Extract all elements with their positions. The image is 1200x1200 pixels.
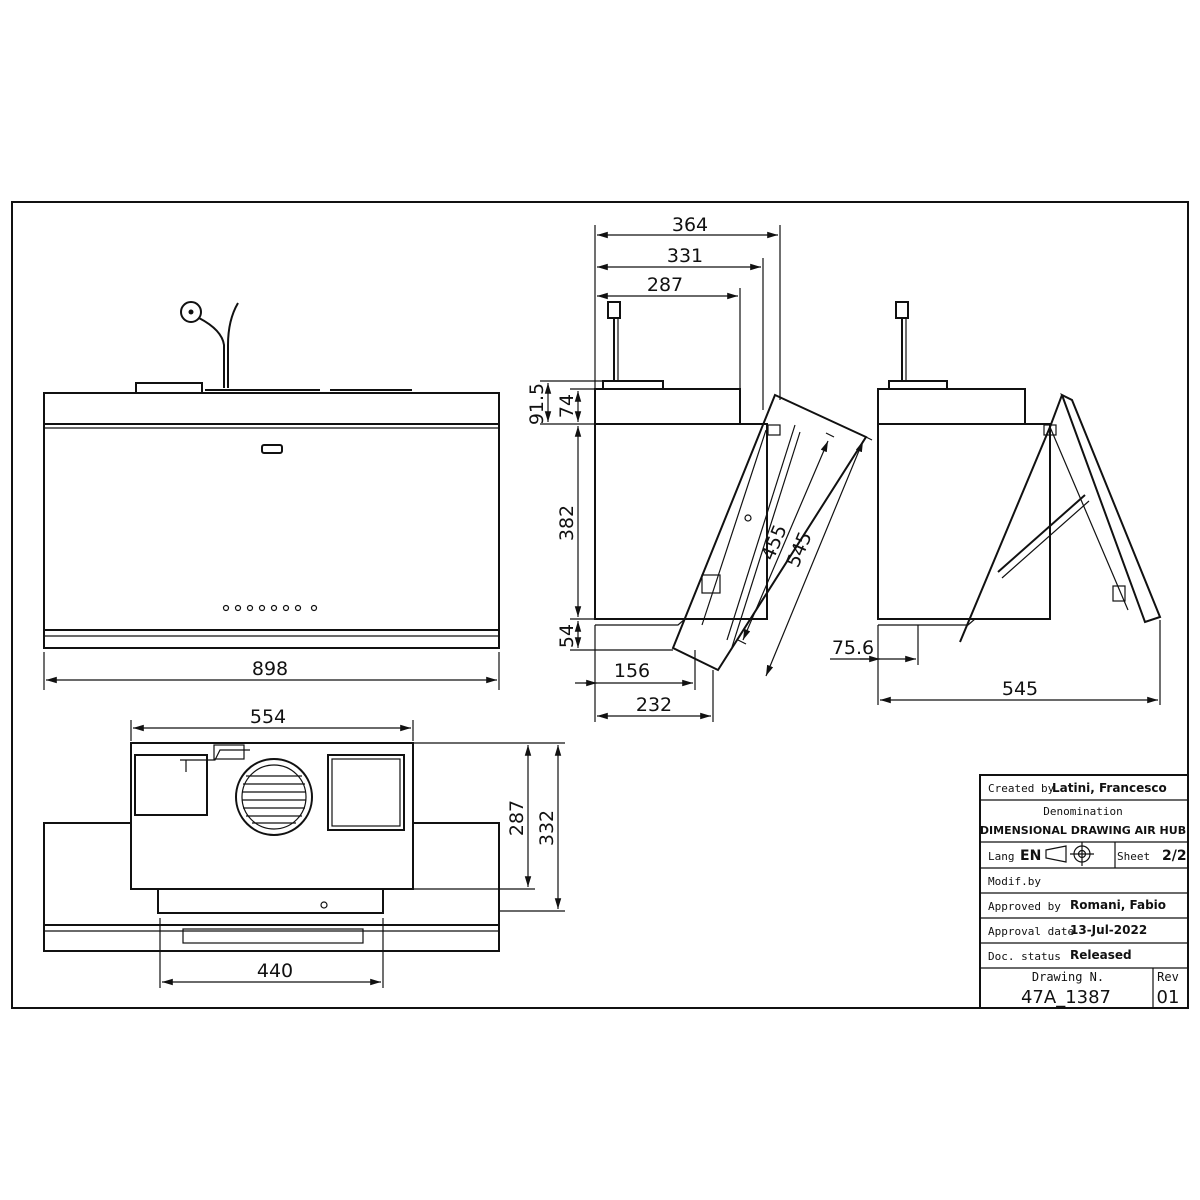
- lang-value: EN: [1020, 848, 1041, 864]
- dim-156-label: 156: [614, 660, 650, 682]
- dim-554-label: 554: [250, 706, 286, 728]
- dim-332-v-label: 332: [536, 810, 558, 846]
- side-view-open: 75.6 545: [830, 301, 1162, 705]
- dim-287-v: 287: [413, 742, 535, 890]
- top-view: 554 440 287 332: [43, 706, 565, 988]
- dim-74: 74: [556, 388, 595, 422]
- side-body-top: [594, 388, 741, 425]
- front-handle: [261, 444, 283, 454]
- dim-898: 898: [43, 652, 500, 690]
- side-view-closed: 364 331 287 91.5 74 382: [526, 214, 873, 722]
- dim-382: 382: [556, 426, 582, 617]
- dim-440-label: 440: [257, 960, 293, 982]
- approval-date-label: Approval date: [988, 925, 1074, 938]
- dim-287-label: 287: [647, 274, 683, 296]
- side-open-body: [877, 423, 1051, 620]
- control-leds: [222, 604, 318, 612]
- doc-status-value: Released: [1070, 948, 1132, 962]
- denomination-label: Denomination: [1043, 805, 1122, 818]
- dim-232: 232: [597, 670, 714, 722]
- dim-156: 156: [575, 625, 696, 722]
- approved-by-label: Approved by: [988, 900, 1061, 913]
- dim-54-label: 54: [556, 624, 578, 648]
- dim-898-label: 898: [252, 658, 288, 680]
- dim-287-v-label: 287: [506, 800, 528, 836]
- dim-440: 440: [159, 918, 384, 988]
- drawing-n-label: Drawing N.: [1032, 970, 1104, 984]
- approval-date-value: 13-Jul-2022: [1070, 923, 1147, 937]
- sheet-label: Sheet: [1117, 850, 1150, 863]
- dim-545-open-label: 545: [1002, 678, 1038, 700]
- modif-label: Modif.by: [988, 875, 1041, 888]
- rev-label: Rev: [1157, 970, 1179, 984]
- front-view: 898: [43, 301, 500, 690]
- dim-382-label: 382: [556, 505, 578, 541]
- side-body: [594, 423, 768, 620]
- projection-symbol-icon: [1045, 842, 1094, 866]
- sheet-border: [11, 201, 1189, 1009]
- drawing-n-value: 47A_1387: [1021, 987, 1111, 1008]
- plug-icon-2: [895, 301, 909, 382]
- created-by-value: Latini, Francesco: [1052, 781, 1167, 795]
- plug-icon: [607, 301, 621, 382]
- dim-54: 54: [556, 618, 673, 651]
- approved-by-value: Romani, Fabio: [1070, 898, 1166, 912]
- power-plug-icon: [180, 301, 239, 388]
- dim-554: 554: [130, 706, 414, 741]
- dim-91-5: 91.5: [526, 380, 603, 425]
- lang-label: Lang: [988, 850, 1015, 863]
- top-collar: [135, 382, 203, 394]
- dim-545-open: 545: [880, 620, 1161, 705]
- fan-icon: [235, 758, 313, 836]
- dim-91-5-label: 91.5: [526, 383, 548, 425]
- dim-364: 364: [594, 214, 781, 400]
- dim-75-6: 75.6: [830, 625, 919, 705]
- open-flap: [959, 392, 1162, 643]
- dim-75-6-label: 75.6: [832, 637, 874, 659]
- bottom-bracket: [157, 888, 384, 914]
- dim-331: 331: [597, 245, 764, 410]
- title-block: Created by Latini, Francesco Denominatio…: [979, 774, 1189, 1009]
- dim-287: 287: [597, 274, 741, 389]
- dim-232-label: 232: [636, 694, 672, 716]
- dim-364-label: 364: [672, 214, 708, 236]
- front-body: [43, 392, 500, 649]
- created-by-label: Created by: [988, 782, 1055, 795]
- dim-331-label: 331: [667, 245, 703, 267]
- dim-332-v: 332: [499, 742, 565, 912]
- doc-status-label: Doc. status: [988, 950, 1061, 963]
- rev-value: 01: [1157, 987, 1180, 1008]
- dim-455: 455: [737, 432, 835, 645]
- denomination-value: DIMENSIONAL DRAWING AIR HUB: [980, 824, 1186, 837]
- dim-74-label: 74: [556, 394, 578, 418]
- sheet-value: 2/2: [1162, 848, 1187, 864]
